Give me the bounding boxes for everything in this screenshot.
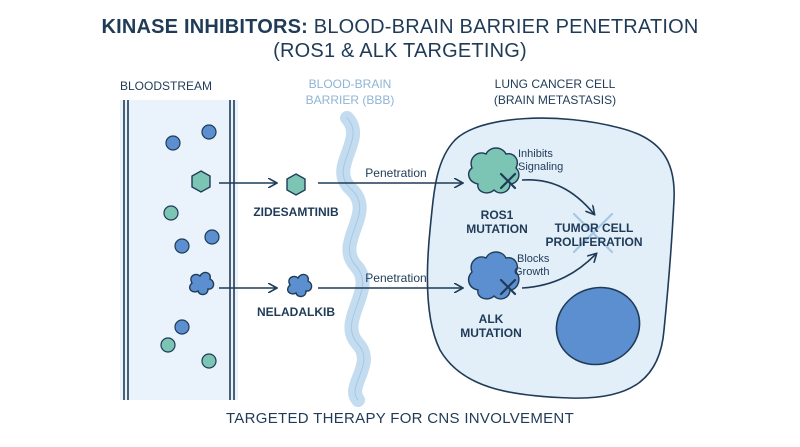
cell-label-2: (BRAIN METASTASIS): [493, 93, 617, 107]
title-rest: BLOOD-BRAIN BARRIER PENETRATION: [308, 16, 699, 38]
particle: [174, 319, 190, 335]
blood-brain-barrier-wave: [336, 111, 371, 407]
neladalkib-icon: [287, 273, 313, 298]
zidesamtinib-molecule-icon: [191, 170, 211, 193]
title-bold: KINASE INHIBITORS:: [101, 16, 309, 38]
proliferation-label-1: TUMOR CELL: [555, 221, 634, 235]
arrow-alk-to-proliferation: [521, 254, 596, 289]
alk-receptor-icon: [467, 251, 520, 300]
blocks-label-2: Growth: [514, 266, 549, 278]
particle: [163, 205, 179, 221]
alk-label-1: ALK: [479, 312, 504, 326]
bbb-label-1: BLOOD-BRAIN: [308, 77, 392, 91]
particle: [174, 238, 190, 254]
ros1-label-2: MUTATION: [466, 222, 528, 236]
penetration-bottom-label: Penetration: [365, 271, 426, 285]
neladalkib-label: NELADALKIB: [257, 305, 335, 319]
particle: [204, 229, 220, 245]
inhibits-label-2: Signaling: [518, 161, 563, 173]
particle: [201, 353, 217, 369]
nucleus: [555, 286, 641, 366]
bloodstream-label: BLOODSTREAM: [120, 79, 213, 93]
particle: [160, 337, 176, 353]
page-title: KINASE INHIBITORS: BLOOD-BRAIN BARRIER P…: [0, 16, 800, 39]
bbb-wave-edge: [342, 117, 365, 401]
footer-caption: TARGETED THERAPY FOR CNS INVOLVEMENT: [225, 410, 575, 427]
block-x-icon: [499, 278, 517, 296]
zidesamtinib-icon: [286, 173, 306, 196]
blocks-label-1: Blocks: [517, 253, 550, 265]
cell-label-1: LUNG CANCER CELL: [494, 77, 616, 91]
ros1-label-1: ROS1: [481, 208, 514, 222]
bbb-label-2: BARRIER (BBB): [305, 93, 395, 107]
penetration-top-label: Penetration: [365, 166, 426, 180]
particle: [165, 135, 181, 151]
zidesamtinib-label: ZIDESAMTINIB: [253, 205, 339, 219]
particle: [201, 124, 217, 140]
page-subtitle: (ROS1 & ALK TARGETING): [273, 40, 527, 62]
proliferation-label-2: PROLIFERATION: [545, 235, 642, 249]
inhibit-x-icon: [499, 172, 517, 190]
alk-label-2: MUTATION: [460, 326, 522, 340]
blood-particles: [160, 124, 220, 369]
proliferation-blocked-x-icon: [572, 212, 614, 254]
inhibits-label-1: Inhibits: [518, 148, 553, 160]
neladalkib-molecule-icon: [189, 271, 215, 296]
arrow-ros1-to-proliferation: [521, 179, 594, 214]
